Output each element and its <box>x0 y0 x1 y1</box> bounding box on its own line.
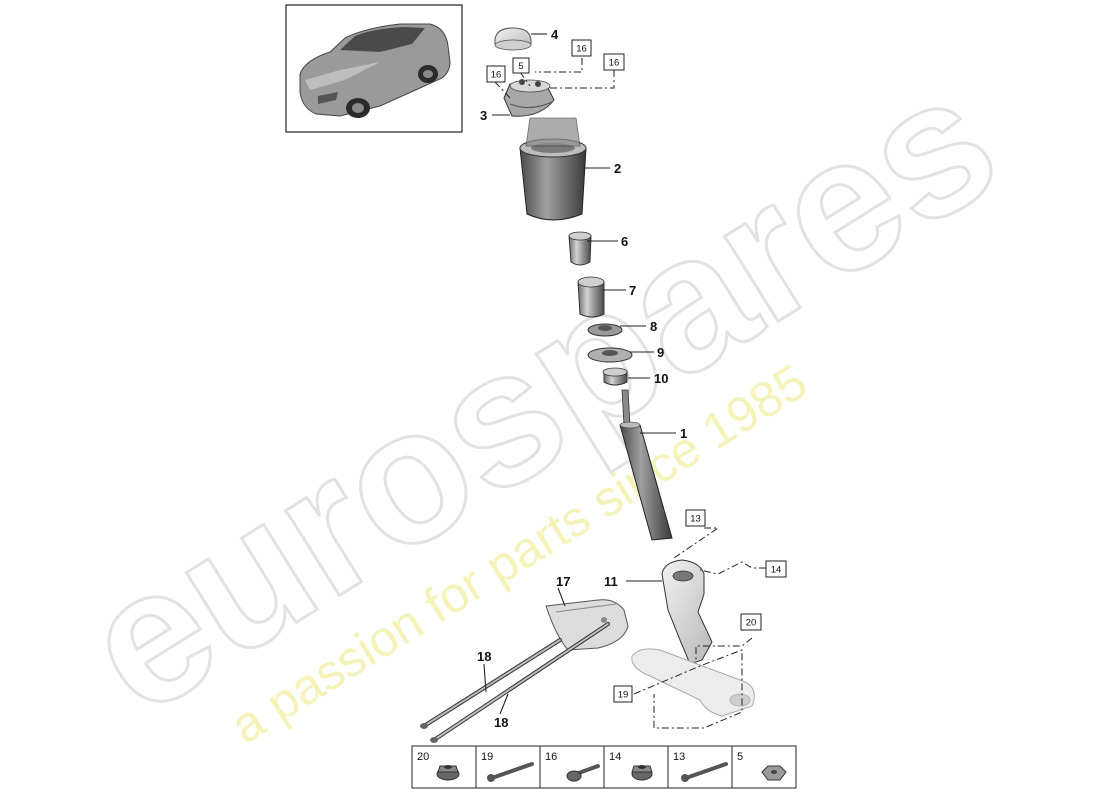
part-washer <box>587 323 623 337</box>
svg-text:19: 19 <box>481 751 493 763</box>
svg-text:14: 14 <box>771 565 782 576</box>
svg-text:14: 14 <box>609 751 621 763</box>
callout-3: 3 <box>480 108 487 123</box>
callout-8: 8 <box>650 319 657 334</box>
callout-1: 1 <box>680 426 687 441</box>
part-control-arm <box>631 648 755 717</box>
part-top-cap <box>494 27 532 51</box>
svg-text:20: 20 <box>746 618 757 629</box>
hex-nut-icon <box>761 765 787 781</box>
part-bushing <box>602 367 628 386</box>
callout-9: 9 <box>657 345 664 360</box>
svg-text:16: 16 <box>609 58 620 69</box>
callout-10: 10 <box>654 371 668 386</box>
part-air-spring <box>519 117 587 221</box>
part-long-bolts <box>420 622 610 743</box>
boxed-ref-19: 19 <box>613 685 633 703</box>
part-shock-absorber <box>619 389 673 541</box>
callout-4: 4 <box>551 27 559 42</box>
fastener-cell-13: 13 <box>673 751 728 782</box>
svg-text:5: 5 <box>518 61 523 72</box>
callouts: 4 3 2 6 7 8 9 10 1 11 17 18 18 <box>477 27 687 730</box>
boxed-refs: 16 5 16 16 13 14 20 19 <box>486 39 787 703</box>
callout-18-lower: 18 <box>494 715 508 730</box>
bolt-long-icon <box>681 762 728 782</box>
boxed-ref-5: 5 <box>512 57 530 74</box>
callout-11: 11 <box>604 574 618 589</box>
fastener-table: 20 19 16 14 <box>411 745 797 789</box>
svg-text:20: 20 <box>417 751 429 763</box>
boxed-ref-14: 14 <box>765 560 787 578</box>
leader-lines <box>483 33 766 729</box>
svg-text:16: 16 <box>491 70 502 81</box>
fastener-cell-14: 14 <box>609 751 653 781</box>
svg-text:5: 5 <box>737 751 743 763</box>
svg-text:19: 19 <box>618 690 629 701</box>
part-sleeve <box>577 276 605 318</box>
boxed-ref-16-c: 16 <box>603 53 625 71</box>
part-plate <box>587 347 633 363</box>
callout-6: 6 <box>621 234 628 249</box>
part-bump-stop <box>568 231 592 266</box>
callout-17: 17 <box>556 574 570 589</box>
flange-bolt-icon <box>566 764 600 782</box>
fastener-cell-5: 5 <box>737 751 787 781</box>
boxed-ref-16-a: 16 <box>486 65 506 83</box>
boxed-ref-16-b: 16 <box>571 39 592 57</box>
flange-nut-icon <box>436 765 460 781</box>
bolt-long-icon <box>487 762 534 782</box>
callout-7: 7 <box>629 283 636 298</box>
callout-2: 2 <box>614 161 621 176</box>
part-cover <box>545 599 629 651</box>
fastener-cell-16: 16 <box>545 751 600 782</box>
part-fork-bracket <box>661 559 713 665</box>
svg-text:13: 13 <box>673 751 685 763</box>
svg-text:16: 16 <box>576 44 587 55</box>
vehicle-thumbnail <box>285 4 463 133</box>
fastener-cell-20: 20 <box>417 751 460 781</box>
boxed-ref-13: 13 <box>685 509 706 527</box>
boxed-ref-20: 20 <box>740 613 762 631</box>
car-icon <box>299 23 451 118</box>
fastener-cell-19: 19 <box>481 751 534 782</box>
svg-text:13: 13 <box>690 514 701 525</box>
svg-text:16: 16 <box>545 751 557 763</box>
callout-18-upper: 18 <box>477 649 491 664</box>
flange-nut-icon <box>631 765 653 781</box>
